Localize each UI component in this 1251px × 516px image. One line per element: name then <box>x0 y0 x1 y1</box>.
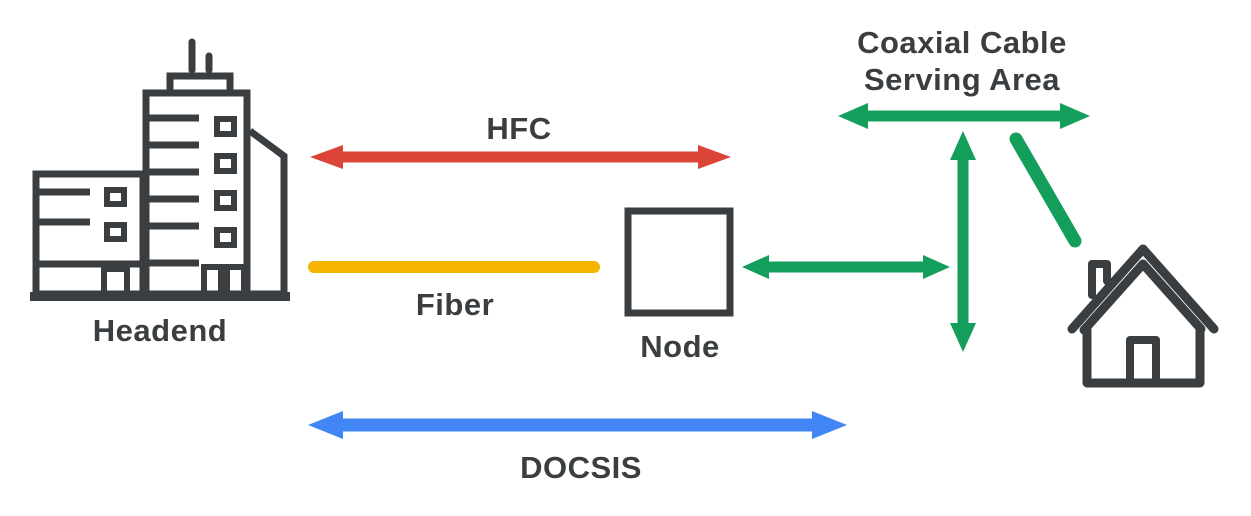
building-windows <box>101 116 247 294</box>
house-chimney <box>1088 260 1111 299</box>
docsis-arrow <box>308 411 847 439</box>
serving-area-horizontal-arrow <box>838 103 1090 129</box>
headend-building-icon <box>30 38 290 301</box>
node-label: Node <box>640 329 720 364</box>
hfc-label: HFC <box>486 111 552 146</box>
house-roof-outer <box>1067 244 1219 334</box>
coax-serving-area-label-line1: Coaxial Cable <box>857 25 1067 60</box>
building-doors <box>101 264 247 294</box>
node-to-serving-area-arrow <box>742 255 950 279</box>
serving-area-vertical-arrow <box>950 131 976 352</box>
house-walls <box>1082 325 1205 388</box>
hfc-arrow <box>310 145 731 169</box>
house-icon <box>1067 244 1219 388</box>
house-roof-inner <box>1079 259 1206 335</box>
left-wing-floor-lines <box>36 188 143 268</box>
coax-drop-line <box>1009 132 1082 248</box>
docsis-label: DOCSIS <box>520 450 642 485</box>
coax-serving-area-label-line2: Serving Area <box>863 62 1061 97</box>
antenna-icon <box>188 38 213 74</box>
tower-floor-lines <box>149 114 199 267</box>
coax-arrows <box>742 103 1090 352</box>
fiber-label: Fiber <box>415 287 495 322</box>
building-side-facade <box>247 128 288 298</box>
coax-serving-area-label: Coaxial Cable Serving Area <box>857 24 1067 98</box>
node-box <box>624 207 734 317</box>
house-door <box>1126 336 1160 387</box>
headend-label: Headend <box>92 313 228 348</box>
